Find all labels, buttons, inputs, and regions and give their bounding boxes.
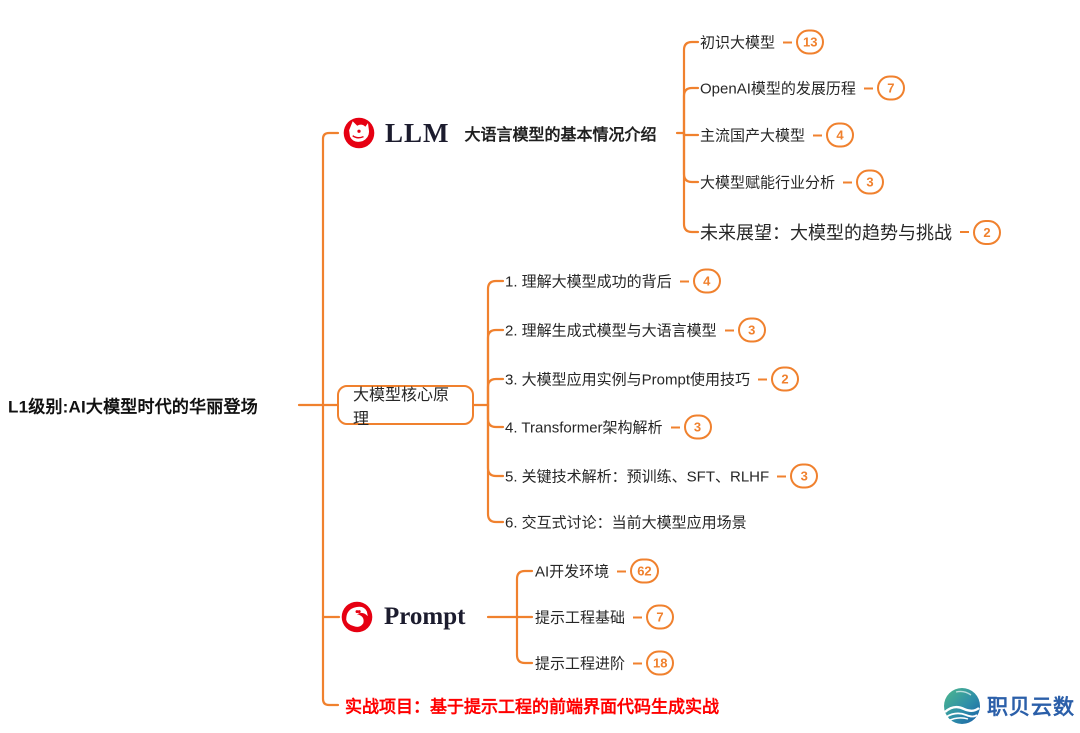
subtopic-label: 4. Transformer架构解析 [505,419,663,437]
count-badge: 2 [771,366,800,392]
subtopic-label: 初识大模型 [700,34,776,52]
globe-wave-icon [944,688,980,724]
count-badge: 3 [856,169,885,195]
subtopic-prompt-3[interactable]: 提示工程进阶 18 [535,650,675,676]
count-badge: 3 [683,414,712,440]
badge-dash [633,662,643,664]
branch-title-llm: 大语言模型的基本情况介绍 [464,127,657,144]
watermark-brand: 职贝云数 [941,685,1075,727]
red-bird-head-icon [341,601,373,633]
subtopic-label: 3. 大模型应用实例与Prompt使用技巧 [505,371,751,389]
branch-node-llm[interactable]: LLM 大语言模型的基本情况介绍 [341,115,657,151]
subtopic-label: 2. 理解生成式模型与大语言模型 [505,322,717,340]
subtopic-llm-1[interactable]: 初识大模型 13 [700,29,825,55]
branch-logo-text-prompt: Prompt [384,603,466,630]
subtopic-prompt-2[interactable]: 提示工程基础 7 [535,604,675,630]
root-node-label: L1级别:AI大模型时代的华丽登场 [8,397,258,417]
subtopic-core-3[interactable]: 3. 大模型应用实例与Prompt使用技巧 2 [505,366,800,392]
subtopic-llm-3[interactable]: 主流国产大模型 4 [700,122,855,148]
subtopic-llm-5[interactable]: 未来展望：大模型的趋势与挑战 2 [700,219,1001,245]
subtopic-core-4[interactable]: 4. Transformer架构解析 3 [505,414,712,440]
subtopic-label: 提示工程进阶 [535,655,626,673]
count-badge: 7 [876,75,905,101]
subtopic-label: 5. 关键技术解析：预训练、SFT、RLHF [505,468,770,486]
subtopic-label: 大模型赋能行业分析 [700,174,836,192]
subtopic-label: OpenAI模型的发展历程 [700,80,856,98]
badge-dash [843,181,853,183]
count-badge: 2 [973,219,1001,245]
count-badge: 18 [646,650,675,676]
badge-dash [758,378,768,380]
project-label: 实战项目：基于提示工程的前端界面代码生成实战 [345,697,719,717]
watermark-brand-text: 职贝云数 [987,696,1075,719]
badge-dash [679,280,689,282]
badge-dash [670,426,680,428]
subtopic-core-1[interactable]: 1. 理解大模型成功的背后 4 [505,268,721,294]
branch-node-prompt[interactable]: Prompt [339,599,465,635]
badge-dash [960,231,969,233]
count-badge: 13 [796,29,825,55]
badge-dash [633,616,643,618]
count-badge: 4 [692,268,721,294]
branch-node-core-principles[interactable]: 大模型核心原理 [337,385,474,428]
subtopic-prompt-1[interactable]: AI开发环境 62 [535,558,659,584]
count-badge: 3 [790,463,819,489]
count-badge: 7 [646,604,675,630]
subtopic-llm-2[interactable]: OpenAI模型的发展历程 7 [700,75,905,101]
badge-dash [863,87,873,89]
branch-logo-text-llm: LLM [385,117,450,148]
subtopic-label: 1. 理解大模型成功的背后 [505,273,672,291]
badge-dash [783,41,793,43]
badge-dash [777,475,787,477]
subtopic-core-5[interactable]: 5. 关键技术解析：预训练、SFT、RLHF 3 [505,463,819,489]
subtopic-core-6[interactable]: 6. 交互式讨论：当前大模型应用场景 [505,512,747,533]
branch-title-core: 大模型核心原理 [353,387,450,428]
subtopic-label: 主流国产大模型 [700,127,806,145]
subtopic-label: 提示工程基础 [535,609,626,627]
subtopic-label: 未来展望：大模型的趋势与挑战 [700,223,952,243]
badge-dash [724,329,734,331]
root-node[interactable]: L1级别:AI大模型时代的华丽登场 [8,393,258,418]
count-badge: 62 [630,558,659,584]
subtopic-llm-4[interactable]: 大模型赋能行业分析 3 [700,169,885,195]
red-animal-head-icon [343,117,375,149]
subtopic-label: AI开发环境 [535,563,610,581]
branch-node-project[interactable]: 实战项目：基于提示工程的前端界面代码生成实战 [345,693,719,718]
subtopic-label: 6. 交互式讨论：当前大模型应用场景 [505,514,747,532]
badge-dash [617,570,627,572]
count-badge: 4 [826,122,855,148]
badge-dash [813,134,823,136]
count-badge: 3 [737,317,766,343]
subtopic-core-2[interactable]: 2. 理解生成式模型与大语言模型 3 [505,317,766,343]
